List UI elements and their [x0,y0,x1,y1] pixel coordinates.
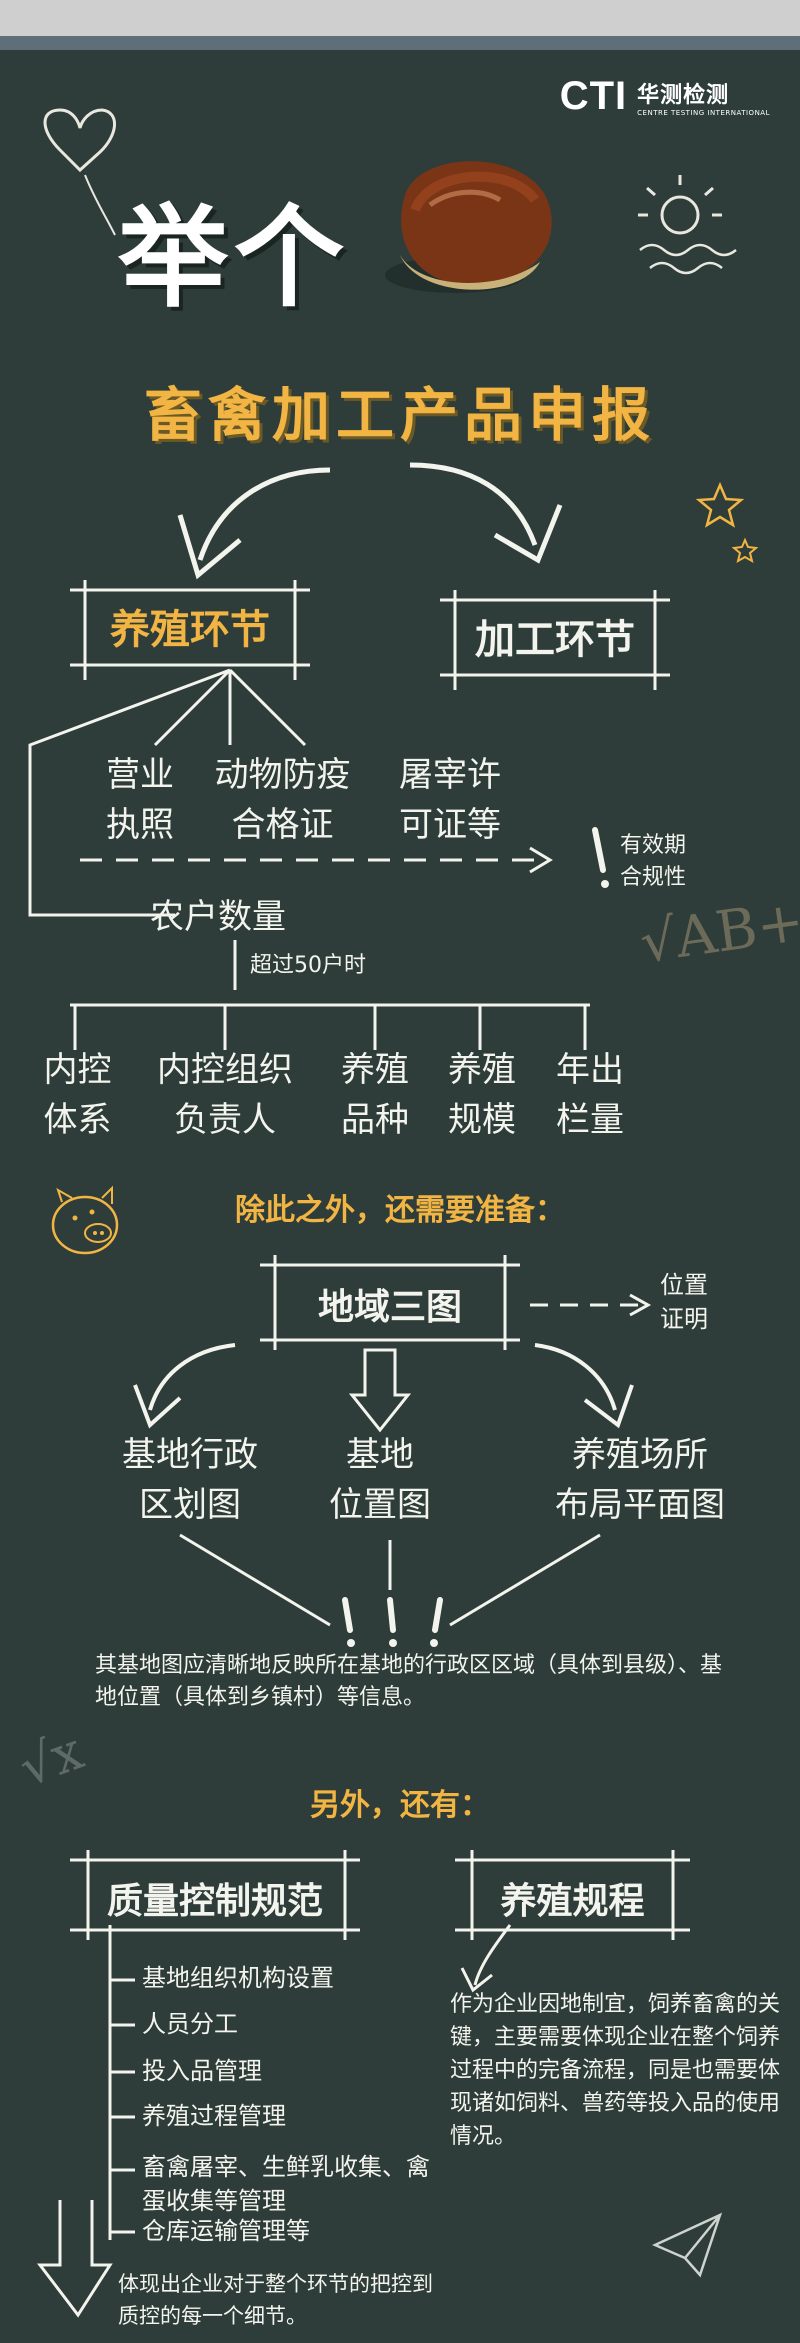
quality-item: 基地组织机构设置 [142,1964,334,1992]
license-note: 有效期合规性 [620,833,687,890]
license-business: 营业执照 [106,755,174,845]
farmer-count-label: 农户数量 [150,897,286,937]
req-breed: 养殖品种 [341,1050,409,1140]
req-org-leader: 内控组织负责人 [157,1050,293,1140]
heart-doodle [43,108,116,173]
rules-text: 作为企业因地制宜，饲养畜禽的关键，主要需要体现企业在整个饲养过程中的完备流程，同… [450,1992,781,2149]
req-output: 年出栏量 [556,1050,624,1140]
pig-doodle [51,1185,119,1255]
maps-note: 其基地图应清晰地反映所在基地的行政区区域（具体到县级）、基地位置（具体到乡镇村）… [95,1653,723,1710]
license-slaughter: 屠宰许可证等 [399,755,501,845]
quality-item: 人员分工 [142,2010,238,2038]
quality-item: 畜禽屠宰、生鲜乳收集、禽蛋收集等管理 [142,2153,430,2215]
arrow-left [197,467,331,561]
hero-title: 举个 [118,194,350,322]
brand-name-cn: 华测检测 [637,82,730,108]
exclaim-icons [342,1597,443,1647]
map-layout: 养殖场所布局平面图 [555,1435,725,1525]
quality-footer: 体现出企业对于整个环节的把控到质控的每一个细节。 [118,2272,433,2328]
section-also-heading: 另外，还有： [310,1788,490,1823]
license-epidemic: 动物防疫合格证 [214,755,351,845]
top-stripe [0,36,800,50]
arrow-right [409,462,538,546]
chestnut-image [385,161,552,293]
farmer-threshold: 超过50户时 [250,953,366,978]
paper-plane-doodle [651,2212,723,2278]
map-admin: 基地行政区划图 [122,1435,258,1525]
maps-label: 地域三图 [317,1287,462,1328]
waves-doodle [639,243,737,275]
quality-item: 仓库运输管理等 [142,2217,310,2245]
main-title: 畜禽加工产品申报 [143,381,656,449]
req-internal-control: 内控体系 [43,1050,112,1140]
maps-side-note: 位置证明 [660,1271,708,1333]
req-scale: 养殖规模 [448,1050,516,1140]
section-extra-heading: 除此之外，还需要准备： [235,1193,565,1228]
exclaim-icon [592,827,606,873]
star-doodle [695,481,745,528]
map-location: 基地位置图 [329,1435,431,1525]
sun-doodle [660,195,700,235]
rules-label: 养殖规程 [500,1881,645,1922]
quality-label: 质量控制规范 [106,1881,323,1922]
heart-string [84,174,116,236]
arrow-down-left [36,2200,113,2318]
brand-mark: CTI [559,74,628,118]
brand-name-en: CENTRE TESTING INTERNATIONAL [637,108,770,117]
brand-logo: CTI 华测检测 CENTRE TESTING INTERNATIONAL [560,74,770,119]
quality-item: 养殖过程管理 [142,2102,286,2130]
branch-breeding: 养殖环节 [110,607,270,653]
star-doodle-small [731,537,759,564]
branch-processing: 加工环节 [475,617,635,663]
quality-item: 投入品管理 [142,2057,262,2085]
top-band [0,0,800,36]
